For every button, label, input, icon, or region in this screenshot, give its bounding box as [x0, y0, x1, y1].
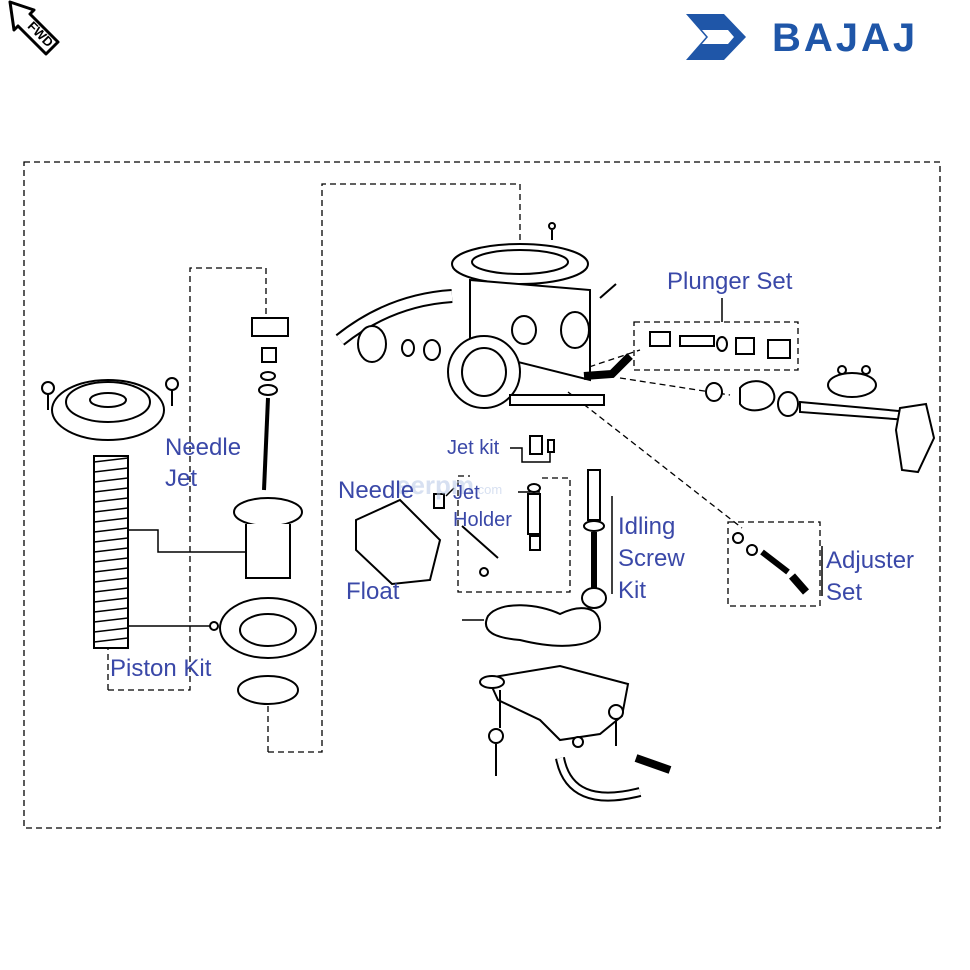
label-plunger-set: Plunger Set: [667, 268, 793, 295]
adjuster-set-box: [727, 521, 821, 607]
label-jet-kit: Jet kit: [447, 437, 500, 459]
jet-holder-box: [457, 475, 571, 593]
label-needle-jet-line1: Needle: [165, 434, 242, 461]
watermark: eerpm.com: [396, 470, 502, 501]
watermark-text: eerpm: [396, 470, 475, 500]
label-needle: Needle: [338, 477, 415, 504]
fwd-arrow-icon: FWD: [8, 0, 60, 56]
plunger-set-box: [633, 321, 799, 371]
bajaj-logo-icon: [686, 14, 746, 60]
label-adjuster-set-line1: Adjuster: [826, 547, 915, 574]
label-adjuster-set-line2: Set: [826, 579, 863, 606]
label-needle-jet-line2: Jet: [165, 465, 198, 492]
body-group-line: [268, 183, 521, 753]
bajaj-logo-text: BAJAJ: [772, 16, 919, 60]
label-float: Float: [346, 578, 400, 605]
outer-dashed-border: [23, 161, 941, 829]
label-idling-screw-kit-line1: Idling: [618, 513, 676, 540]
label-idling-screw-kit-line3: Kit: [618, 577, 647, 604]
label-piston-kit: Piston Kit: [110, 655, 212, 682]
watermark-suffix: .com: [474, 482, 503, 497]
label-jet-holder-line1: Jet: [453, 482, 480, 504]
label-idling-screw-kit-line2: Screw: [618, 545, 685, 572]
piston-kit-group-line: [108, 267, 267, 691]
label-jet-holder-line2: Holder: [453, 509, 512, 531]
